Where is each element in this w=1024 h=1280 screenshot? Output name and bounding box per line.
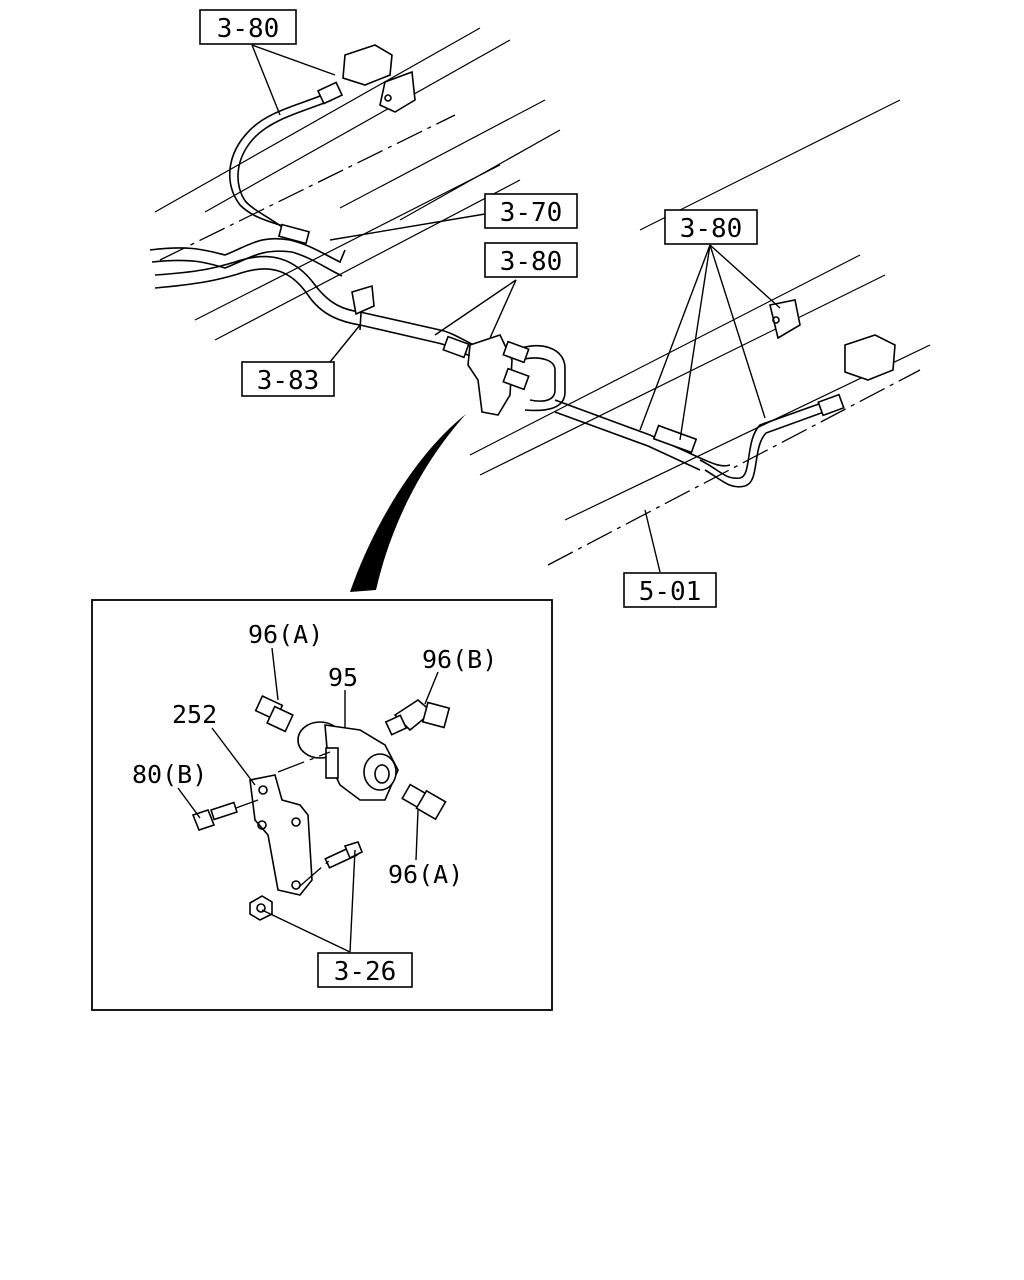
- svg-text:3-70: 3-70: [500, 198, 563, 228]
- svg-text:3-26: 3-26: [334, 957, 397, 987]
- bracket-252: [249, 774, 313, 896]
- callout-3-80-right: 3-80: [664, 209, 758, 245]
- label-96b: 96(B): [422, 645, 497, 674]
- callout-3-83: 3-83: [241, 361, 335, 397]
- callout-5-01: 5-01: [623, 572, 717, 608]
- detail-components: [191, 695, 451, 921]
- svg-text:3-80: 3-80: [500, 247, 563, 277]
- chassis-frame: [154, 27, 931, 566]
- stud-bolt: [324, 841, 364, 869]
- svg-text:3-83: 3-83: [257, 366, 320, 396]
- bolt-80b: [191, 801, 238, 831]
- svg-text:5-01: 5-01: [639, 577, 702, 607]
- svg-text:3-80: 3-80: [217, 14, 280, 44]
- detail-pointer: [350, 414, 466, 592]
- label-96a-bottom: 96(A): [388, 860, 463, 889]
- callout-3-26: 3-26: [317, 952, 413, 988]
- brake-pipes: [149, 91, 836, 488]
- connector-96b: [384, 699, 451, 736]
- label-95: 95: [328, 663, 358, 692]
- callout-3-80-top-left: 3-80: [199, 9, 297, 45]
- callout-3-70: 3-70: [484, 193, 578, 229]
- leader-lines: [251, 44, 781, 573]
- label-252: 252: [172, 700, 217, 729]
- valve-95: [297, 721, 399, 801]
- label-80b: 80(B): [132, 760, 207, 789]
- nut: [249, 895, 273, 921]
- callout-3-80-mid: 3-80: [484, 242, 578, 278]
- upper-components: [277, 44, 896, 454]
- detail-leader-lines: [177, 647, 439, 953]
- connector-96a-top: [254, 695, 294, 733]
- svg-text:3-80: 3-80: [680, 214, 743, 244]
- detail-frame: [91, 599, 553, 1011]
- connector-96a-bottom: [401, 783, 447, 821]
- label-96a-top: 96(A): [248, 620, 323, 649]
